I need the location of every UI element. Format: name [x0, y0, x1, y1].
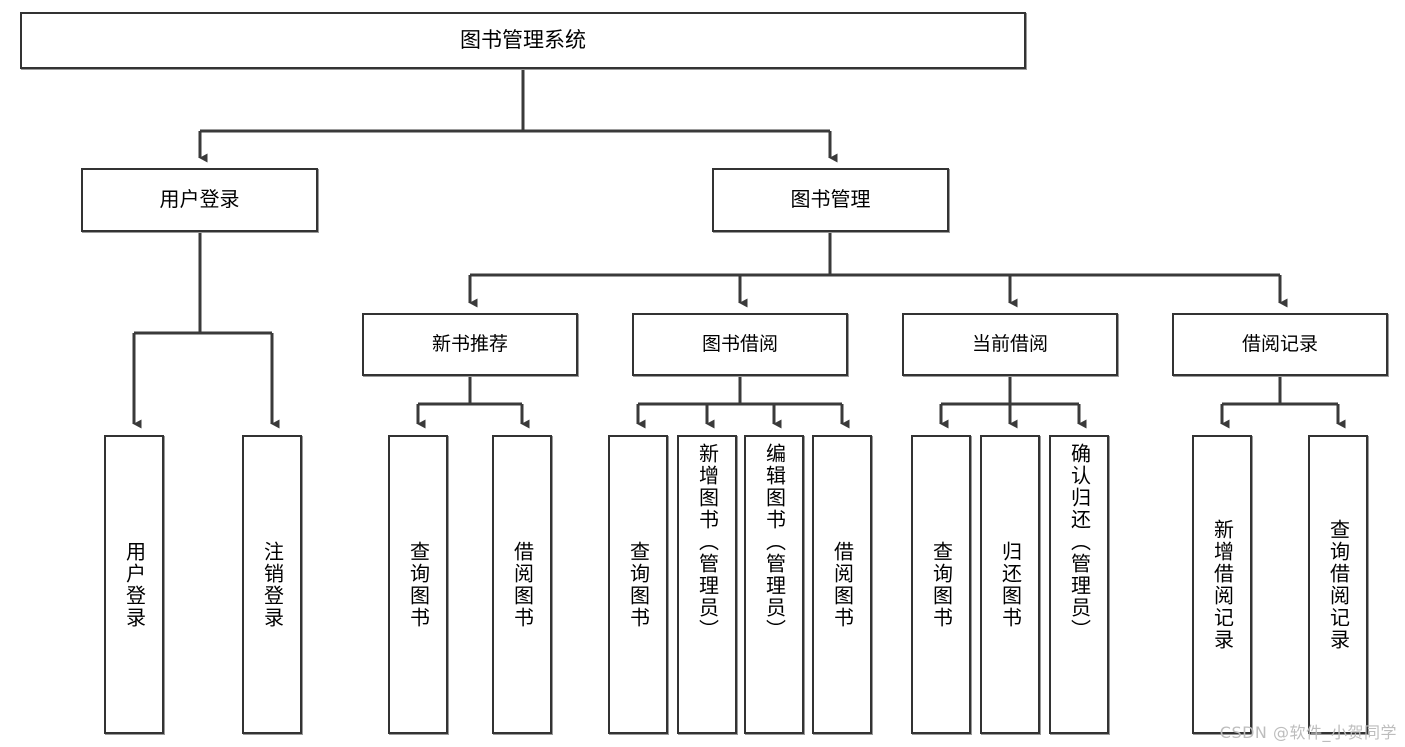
node-label: 当前借阅	[971, 333, 1048, 356]
node-book-borrow[interactable]: 图书借阅	[632, 313, 848, 376]
node-root-system[interactable]: 图书管理系统	[20, 12, 1026, 69]
leaf-record-query-record[interactable]: 查询借阅记录	[1308, 435, 1368, 734]
node-current-borrow[interactable]: 当前借阅	[902, 313, 1118, 376]
leaf-new-book-query[interactable]: 查询图书	[388, 435, 448, 734]
node-label: 借阅图书	[830, 540, 855, 629]
node-label: 确认归还（管理员）	[1067, 443, 1092, 641]
node-label: 用户登录	[159, 187, 240, 212]
node-user-login[interactable]: 用户登录	[81, 168, 318, 232]
node-label: 查询借阅记录	[1326, 518, 1351, 651]
node-label: 新增借阅记录	[1210, 518, 1235, 651]
node-label: 注销登录	[260, 540, 285, 629]
node-book-management[interactable]: 图书管理	[712, 168, 949, 232]
node-label: 查询图书	[406, 540, 431, 629]
leaf-current-return-book[interactable]: 归还图书	[980, 435, 1040, 734]
leaf-borrow-add-book-admin[interactable]: 新增图书（管理员）	[677, 435, 737, 734]
leaf-new-book-borrow[interactable]: 借阅图书	[492, 435, 552, 734]
leaf-current-query-book[interactable]: 查询图书	[911, 435, 971, 734]
node-label: 查询图书	[626, 540, 651, 629]
node-label: 归还图书	[998, 540, 1023, 629]
leaf-user-login-logout[interactable]: 注销登录	[242, 435, 302, 734]
node-label: 图书管理	[790, 187, 871, 212]
node-label: 新增图书（管理员）	[695, 443, 720, 641]
watermark-text: CSDN @软件_小贺同学	[1219, 723, 1397, 742]
leaf-record-add-record[interactable]: 新增借阅记录	[1192, 435, 1252, 734]
node-label: 查询图书	[929, 540, 954, 629]
node-label: 借阅记录	[1241, 333, 1318, 356]
node-borrow-record[interactable]: 借阅记录	[1172, 313, 1388, 376]
node-new-book-recommend[interactable]: 新书推荐	[362, 313, 578, 376]
node-label: 新书推荐	[431, 333, 508, 356]
node-label: 编辑图书（管理员）	[762, 443, 787, 641]
leaf-current-confirm-return-admin[interactable]: 确认归还（管理员）	[1049, 435, 1109, 734]
node-label: 用户登录	[122, 540, 147, 629]
node-label: 图书借阅	[701, 333, 778, 356]
node-label: 借阅图书	[510, 540, 535, 629]
leaf-borrow-query-book[interactable]: 查询图书	[608, 435, 668, 734]
leaf-user-login-login[interactable]: 用户登录	[104, 435, 164, 734]
leaf-borrow-borrow-book[interactable]: 借阅图书	[812, 435, 872, 734]
node-label: 图书管理系统	[460, 28, 586, 53]
leaf-borrow-edit-book-admin[interactable]: 编辑图书（管理员）	[744, 435, 804, 734]
